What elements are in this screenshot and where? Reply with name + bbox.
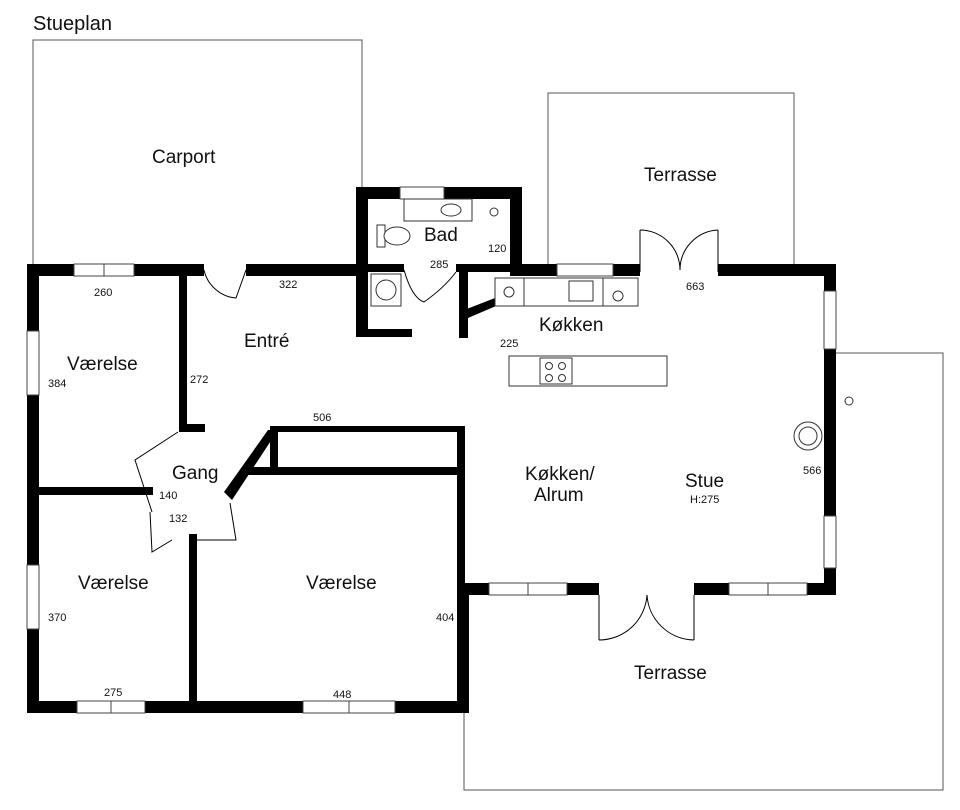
room-terrasse-top: Terrasse xyxy=(644,165,717,186)
room-gang: Gang xyxy=(172,463,218,484)
dimension-label: 272 xyxy=(190,374,208,386)
room-bad: Bad xyxy=(424,225,458,246)
room-carport: Carport xyxy=(152,147,216,168)
dimension-label: 260 xyxy=(94,287,112,299)
room-vaerelse-bottom-mid: Værelse xyxy=(306,573,377,594)
dimension-label: 225 xyxy=(500,338,518,350)
dimension-label: 140 xyxy=(159,490,177,502)
terrasse-top-outline xyxy=(547,92,795,264)
dimension-label: 566 xyxy=(803,465,821,477)
dimension-label: 506 xyxy=(313,412,331,424)
dimension-label: 275 xyxy=(104,687,122,699)
kitchen-walls xyxy=(459,272,496,338)
room-stue: Stue xyxy=(685,471,724,492)
dimension-label: 285 xyxy=(430,259,448,271)
carport-outline xyxy=(32,39,363,264)
doors xyxy=(134,229,719,641)
bath-sink xyxy=(403,198,473,222)
room-koekken-alrum-2: Alrum xyxy=(534,485,584,506)
room-entre: Entré xyxy=(244,331,289,352)
room-vaerelse-top: Værelse xyxy=(67,354,138,375)
kitchen-counter xyxy=(494,277,639,307)
kitchen-island xyxy=(508,355,668,387)
dimension-label: 448 xyxy=(333,689,351,701)
room-koekken: Køkken xyxy=(539,315,603,336)
dimension-label: 322 xyxy=(279,279,297,291)
room-koekken-alrum-1: Køkken/ xyxy=(525,464,595,485)
dimension-label: 404 xyxy=(436,612,454,624)
plan-title: Stueplan xyxy=(33,13,112,35)
dimension-label: 132 xyxy=(169,513,187,525)
windows xyxy=(26,186,837,714)
interior-walls xyxy=(33,276,465,704)
bath-lamp-icon xyxy=(489,207,499,217)
room-terrasse-bottom: Terrasse xyxy=(634,663,707,684)
terrasse-bottom-outline xyxy=(463,352,944,791)
room-stue-height: H:275 xyxy=(690,494,719,506)
dimension-label: 384 xyxy=(48,378,66,390)
fixtures xyxy=(370,198,854,451)
dimension-label: 663 xyxy=(686,281,704,293)
dimension-label: 120 xyxy=(488,243,506,255)
room-vaerelse-bottom-left: Værelse xyxy=(78,573,149,594)
outdoor-lamp-icon xyxy=(844,396,854,406)
dimension-label: 370 xyxy=(48,612,66,624)
